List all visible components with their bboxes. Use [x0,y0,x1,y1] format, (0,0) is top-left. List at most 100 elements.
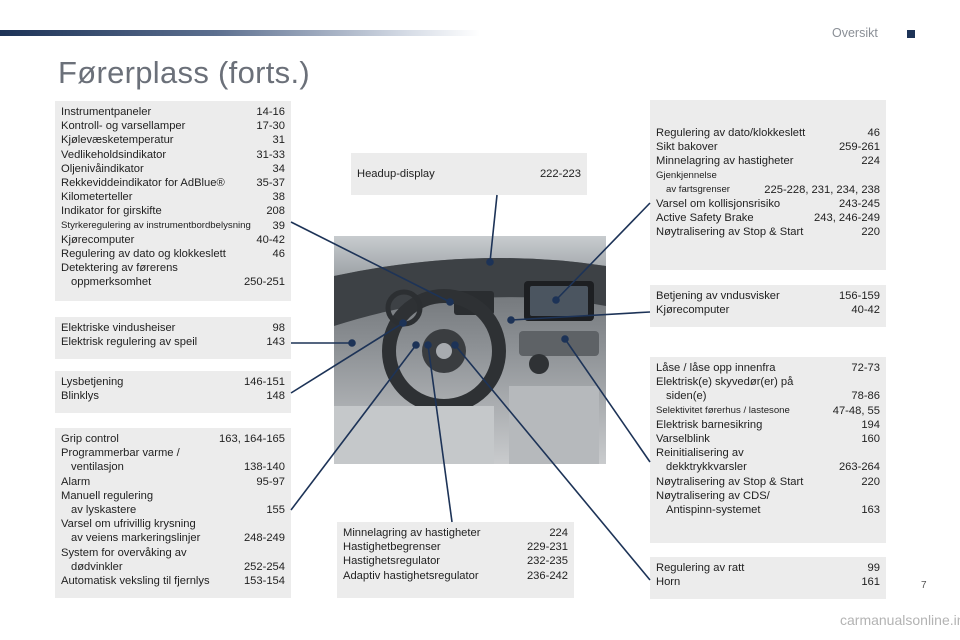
index-entry-page: 34 [272,162,285,175]
index-entry-label: Lysbetjening [61,376,124,388]
leader-dot-windows [348,339,356,347]
index-entry-page: 222-223 [539,168,581,180]
index-entry-page: 146-151 [243,376,285,388]
leader-touchscreen [555,202,651,301]
leader-dot-instruments [446,298,454,306]
header-gradient-bar [0,30,480,36]
index-entry-label-continued: oppmerksomhet [71,276,152,289]
headup-box: Headup-display 222-223 [351,153,587,195]
index-entry-label: Elektrisk(e) skyvedør(er) på [656,376,794,389]
index-entry-label: Manuell regulering [61,489,154,502]
index-entry-label: Kilometerteller [61,191,133,204]
index-entry-label: Styrkeregulering av instrumentbordbelysn… [61,219,251,231]
index-entry-line2: siden(e)78-86 [656,389,880,403]
leader-wiper [510,311,651,321]
index-entry-label-continued: Antispinn-systemet [666,504,761,517]
index-entry-label: Vedlikeholdsindikator [61,148,167,161]
index-entry-page: 160 [861,433,880,446]
index-entry-page: 40-42 [851,304,880,317]
page-title: Førerplass (forts.) [58,55,310,90]
footer-watermark: carmanualsonline.info [840,612,960,628]
index-entry-page: 208 [266,205,285,218]
leader-dot-steering [451,341,459,349]
index-entry: Alarm 95-97 [61,475,285,489]
index-entry-label: Varsel om kollisjonsrisiko [656,198,781,211]
index-entry-page: 236-242 [526,569,568,582]
index-entry-page: 95-97 [256,475,285,488]
index-entry-label: Blinklys [61,390,99,403]
leader-dot-wiper [507,316,515,324]
index-entry-label: Indikator for girskifte [61,205,162,218]
section-marker [907,30,915,38]
index-entry-page: 40-42 [256,233,285,246]
index-entry-label-continued: ventilasjon [71,461,124,474]
index-entry-page: 153-154 [243,575,285,588]
leader-speed [427,344,453,523]
index-entry-label: Elektriske vindusheiser [61,322,176,334]
index-entry-page: 194 [861,418,880,431]
index-entry-label: Reinitialisering av [656,447,744,460]
index-entry-label-continued: av fartsgrenser [666,183,730,195]
index-entry-line2: ventilasjon 138-140 [61,460,285,474]
dashboard-illustration [334,236,606,464]
index-entry-label: Rekkeviddeindikator for AdBlue® [61,177,225,190]
index-entry: Rekkeviddeindikator for AdBlue®35-37 [61,176,285,190]
index-entry-label: Detektering av førerens [61,262,178,275]
index-entry-label: Active Safety Brake [656,212,754,225]
index-entry-label: Elektrisk barnesikring [656,418,763,431]
index-entry-label: Gjenkjennelse [656,169,717,181]
index-entry-page: 38 [272,191,285,204]
leader-dot-touchscreen [552,296,560,304]
index-entry-page: 138-140 [243,461,285,474]
leader-instruments [290,221,451,303]
index-entry-label: Hastighetsregulator [343,555,441,568]
index-entry-label: Headup-display [357,168,435,180]
index-entry-label: Programmerbar varme / [61,447,180,460]
index-entry: Elektrisk regulering av speil 143 [61,335,285,349]
index-entry-label: Nøytralisering av Stop & Start [656,475,804,488]
index-entry-page: 78-86 [851,390,880,403]
index-entry-page: 46 [272,248,285,261]
index-entry-label: Minnelagring av hastigheter [343,527,481,539]
index-entry-page: 31 [272,134,285,147]
index-entry: Nøytralisering av CDS/Antispinn-systemet… [656,489,880,517]
leader-dot-drive [412,341,420,349]
index-entry-page: 225-228, 231, 234, 238 [764,183,880,196]
index-entry-label: Regulering av dato/klokkeslett [656,127,806,139]
index-entry-page: 252-254 [243,560,285,573]
index-entry-label: Horn [656,576,681,589]
index-entry-label: Betjening av vndusvisker [656,290,780,302]
index-entry-page: 248-249 [243,532,285,545]
index-entry-page: 72-73 [851,362,880,374]
index-entry-label: Adaptiv hastighetsregulator [343,569,479,582]
index-entry-page: 156-159 [838,290,880,302]
index-entry-label: Grip control [61,433,119,445]
index-entry-label: Alarm [61,475,91,488]
index-entry-page: 259-261 [838,141,880,154]
index-entry-label: Elektrisk regulering av speil [61,336,198,349]
index-entry: Programmerbar varme /ventilasjon 138-140 [61,446,285,474]
index-entry-page: 143 [266,336,285,349]
